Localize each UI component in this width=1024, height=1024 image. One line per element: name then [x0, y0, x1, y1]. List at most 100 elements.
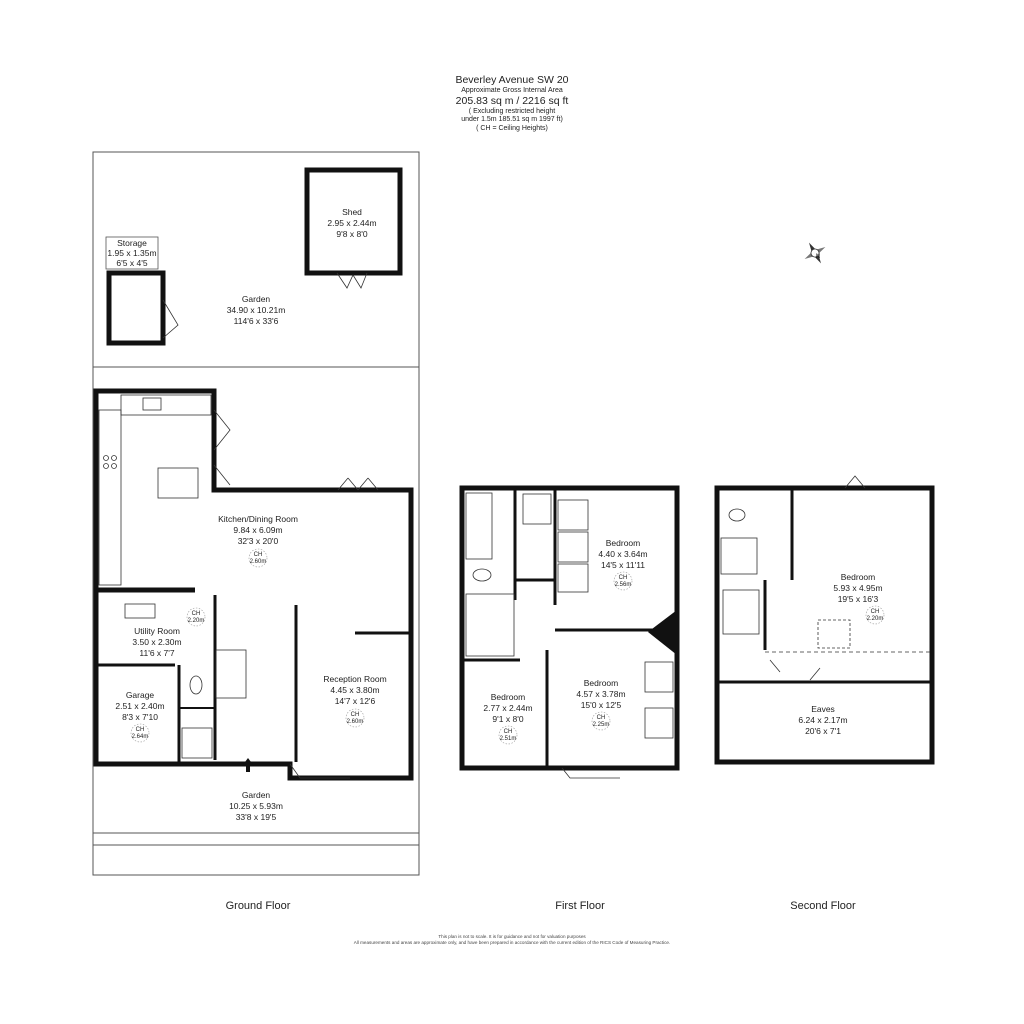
svg-text:Garage: Garage [126, 690, 155, 700]
svg-text:2.60m: 2.60m [347, 719, 364, 725]
svg-text:CH: CH [597, 715, 606, 721]
svg-text:33'8 x 19'5: 33'8 x 19'5 [236, 812, 277, 822]
second-floor-fixtures [720, 475, 930, 681]
svg-text:15'0 x 12'5: 15'0 x 12'5 [581, 700, 622, 710]
plan-address: Beverley Avenue SW 20 [455, 74, 569, 86]
ground-floor-walls [93, 167, 414, 781]
svg-text:9'8 x 8'0: 9'8 x 8'0 [336, 229, 367, 239]
svg-text:4.45 x 3.80m: 4.45 x 3.80m [330, 685, 379, 695]
wardrobe [557, 563, 589, 593]
ff-staircase [465, 593, 515, 657]
svg-text:2.20m: 2.20m [867, 616, 884, 622]
plot-boundary [92, 151, 420, 876]
room-label-garden-front: Garden 10.25 x 5.93m 33'8 x 19'5 [229, 790, 283, 822]
compass [804, 242, 826, 264]
svg-text:2.56m: 2.56m [615, 582, 632, 588]
chimney-corner [648, 610, 677, 655]
svg-text:5.93 x 4.95m: 5.93 x 4.95m [833, 583, 882, 593]
restricted-area-note: under 1.5m 185.51 sq m 1997 ft) [461, 116, 563, 123]
svg-text:11'6 x 7'7: 11'6 x 7'7 [139, 648, 174, 658]
wardrobe [557, 531, 589, 563]
room-label-reception: Reception Room 4.45 x 3.80m 14'7 x 12'6 … [323, 674, 387, 728]
first-floor-outer-wall [459, 485, 680, 771]
storage-walls [106, 270, 166, 346]
hob-ring [103, 455, 109, 461]
svg-text:6.24 x 2.17m: 6.24 x 2.17m [798, 715, 847, 725]
shed-walls [304, 167, 403, 276]
room-label-bedroom-second: Bedroom 5.93 x 4.95m 19'5 x 16'3 CH 2.20… [833, 572, 885, 625]
svg-text:CH: CH [136, 727, 145, 733]
second-floor-walls [714, 485, 935, 765]
hob-ring [103, 463, 109, 469]
svg-text:9'1 x 8'0: 9'1 x 8'0 [492, 714, 523, 724]
sf-toilet [728, 508, 746, 522]
svg-text:10.25 x 5.93m: 10.25 x 5.93m [229, 801, 283, 811]
svg-text:2.77 x 2.44m: 2.77 x 2.44m [483, 703, 532, 713]
excluding-note: ( Excluding restricted height [468, 108, 556, 115]
svg-text:19'5 x 16'3: 19'5 x 16'3 [838, 594, 879, 604]
floor-label-first: First Floor [555, 900, 605, 912]
wardrobe [644, 661, 674, 693]
svg-text:Bedroom: Bedroom [606, 538, 641, 548]
sf-doors [769, 475, 866, 681]
disclaimer-line-1: This plan is not to scale. It is for gui… [438, 934, 586, 939]
area-total: 205.83 sq m / 2216 sq ft [455, 95, 569, 107]
hob-ring [111, 455, 117, 461]
wardrobe [644, 707, 674, 739]
svg-text:2.20m: 2.20m [188, 618, 205, 624]
skylight [817, 619, 851, 649]
svg-text:CH: CH [619, 575, 628, 581]
utility-sink [124, 603, 156, 619]
svg-text:114'6 x 33'6: 114'6 x 33'6 [234, 316, 279, 326]
room-label-garage: Garage 2.51 x 2.40m 8'3 x 7'10 CH 2.64m [115, 690, 165, 743]
front-entrance-arrow [242, 758, 254, 772]
shower-tray [181, 727, 213, 759]
svg-text:CH: CH [254, 552, 263, 558]
kitchen-counter [98, 409, 122, 586]
svg-text:2.51 x 2.40m: 2.51 x 2.40m [115, 701, 164, 711]
svg-text:Reception Room: Reception Room [323, 674, 386, 684]
first-floor-walls [459, 485, 680, 771]
svg-text:2.64m: 2.64m [132, 734, 149, 740]
svg-text:6'5 x 4'5: 6'5 x 4'5 [116, 258, 147, 268]
svg-text:1.95 x 1.35m: 1.95 x 1.35m [107, 248, 156, 258]
svg-text:2.51m: 2.51m [500, 736, 517, 742]
svg-text:34.90 x 10.21m: 34.90 x 10.21m [227, 305, 286, 315]
svg-text:Garden: Garden [242, 790, 271, 800]
second-floor-outer-wall [714, 485, 935, 765]
room-label-shed: Shed 2.95 x 2.44m 9'8 x 8'0 [327, 207, 376, 239]
house-outer-wall [93, 388, 414, 781]
svg-text:Utility Room: Utility Room [134, 626, 180, 636]
hob-ring [111, 463, 117, 469]
room-label-utility: Utility Room 3.50 x 2.30m 11'6 x 7'7 CH … [132, 607, 206, 658]
svg-text:4.57 x 3.78m: 4.57 x 3.78m [576, 689, 625, 699]
svg-text:32'3 x 20'0: 32'3 x 20'0 [238, 536, 279, 546]
ground-floor-fixtures [98, 272, 379, 779]
svg-text:14'7 x 12'6: 14'7 x 12'6 [335, 696, 376, 706]
staircase [215, 649, 247, 699]
ff-bay [561, 767, 620, 779]
shed-door-swing [336, 272, 368, 289]
kitchen-island [157, 467, 199, 499]
svg-text:Eaves: Eaves [811, 704, 835, 714]
room-label-bedroom-first-c: Bedroom 2.77 x 2.44m 9'1 x 8'0 CH 2.51m [483, 692, 533, 745]
svg-text:14'5 x 11'11: 14'5 x 11'11 [601, 560, 645, 570]
svg-text:CH: CH [871, 609, 880, 615]
ff-toilet [472, 568, 492, 582]
svg-text:2.25m: 2.25m [593, 722, 610, 728]
svg-text:CH: CH [504, 729, 513, 735]
svg-text:2.95 x 2.44m: 2.95 x 2.44m [327, 218, 376, 228]
ground-floor-plan [92, 151, 420, 876]
svg-text:8'3 x 7'10: 8'3 x 7'10 [122, 712, 158, 722]
svg-text:Kitchen/Dining Room: Kitchen/Dining Room [218, 514, 298, 524]
floor-label-ground: Ground Floor [226, 900, 291, 912]
svg-text:CH: CH [192, 611, 201, 617]
kitchen-counter-top [120, 394, 212, 416]
wardrobe [557, 499, 589, 531]
wc-toilet [189, 675, 203, 695]
room-label-bedroom-first-a: Bedroom 4.40 x 3.64m 14'5 x 11'11 CH 2.5… [598, 538, 648, 591]
ff-shower [522, 493, 552, 525]
first-floor-fixtures [465, 492, 674, 779]
floor-label-second: Second Floor [790, 900, 856, 912]
